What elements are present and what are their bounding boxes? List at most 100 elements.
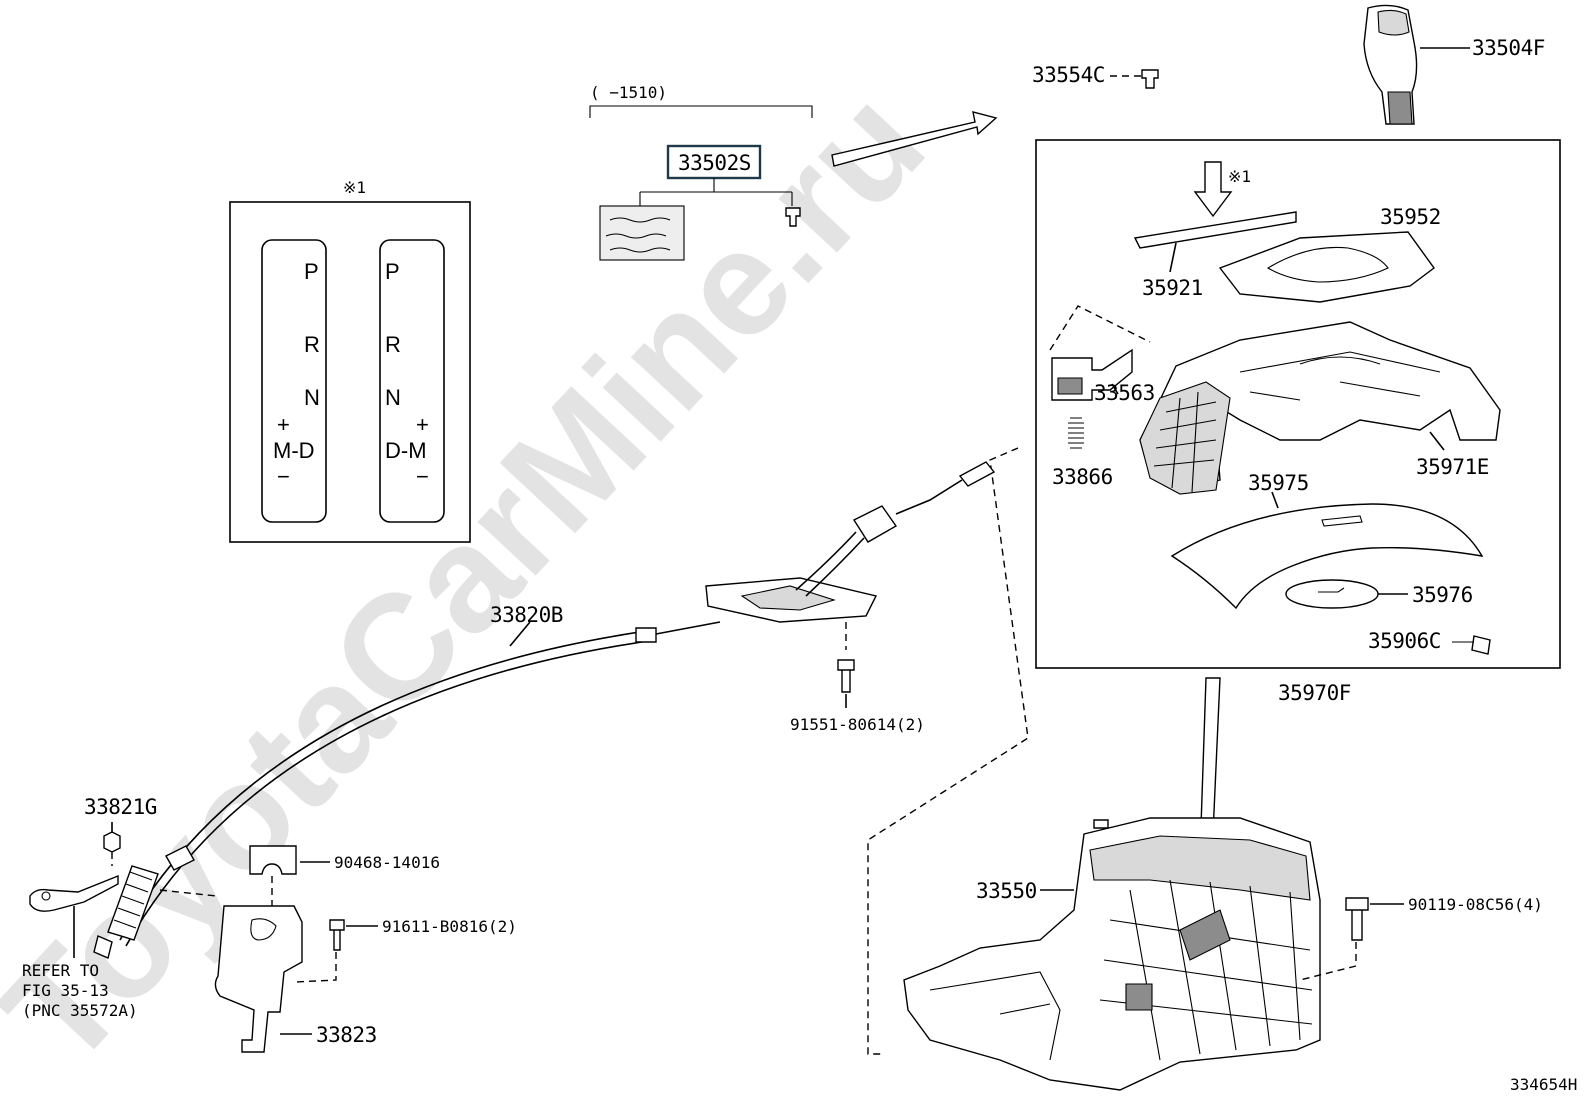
figure-id-label: 334654H (1510, 1075, 1577, 1094)
cover-35975-icon (1170, 503, 1484, 610)
right-gate-n: N (385, 385, 401, 410)
shift-base-pin (1093, 819, 1109, 829)
cable-upper-2 (805, 537, 865, 597)
left-gate-md: M-D (273, 438, 315, 463)
part-33554c-label[interactable]: 33554C (1032, 63, 1105, 87)
cable-adjuster (852, 505, 898, 543)
clip-33554c-icon (1141, 69, 1159, 89)
bracket-33823-slot (250, 918, 277, 941)
part-91551-label[interactable]: 91551-80614(2) (790, 715, 925, 734)
left-gate-n: N (304, 385, 320, 410)
bolt-91611-icon (329, 919, 345, 951)
part-33550-label[interactable]: 33550 (976, 879, 1037, 903)
right-gate-r: R (385, 332, 401, 357)
refer-note-line1: REFER TO (22, 961, 99, 980)
part-33504f-label[interactable]: 33504F (1472, 36, 1545, 60)
part-90119-label[interactable]: 90119-08C56(4) (1408, 895, 1543, 914)
part-91611-label[interactable]: 91611-B0816(2) (382, 917, 517, 936)
left-gate-plus: + (277, 412, 290, 437)
kit-tree-lines (639, 178, 793, 206)
cable-upper-1 (795, 531, 857, 591)
footnote-down-arrow-icon (1193, 161, 1233, 218)
cable-boot-ribs (113, 871, 153, 929)
kit-33502s-group: ( −1510) 33502S (589, 83, 813, 261)
bracket-left-icon (29, 874, 119, 912)
right-gate-plate (379, 239, 445, 523)
shift-knob-top (1377, 9, 1410, 36)
shift-base-top (1089, 835, 1311, 901)
label-sheet-texture (605, 217, 671, 253)
right-gate-dm: D-M (385, 438, 427, 463)
plate-35952-opening (1266, 246, 1389, 283)
direction-arrow-icon (831, 111, 998, 167)
plate-35952-icon (1218, 231, 1435, 303)
part-33821g-label[interactable]: 33821G (84, 795, 157, 819)
part-35976-label[interactable]: 35976 (1412, 583, 1473, 607)
leader-33563 (1111, 383, 1119, 395)
part-35952-label[interactable]: 35952 (1380, 205, 1441, 229)
inset-footnote-label: ※1 (343, 178, 366, 197)
part-33866-label[interactable]: 33866 (1052, 465, 1113, 489)
leader-91611-dash (295, 952, 337, 983)
right-gate-p: P (385, 259, 400, 284)
switch-33563-body (1057, 377, 1083, 395)
part-90468-label[interactable]: 90468-14016 (334, 853, 440, 872)
left-gate-minus: − (277, 464, 290, 489)
cable-mid (655, 621, 721, 635)
housing-35971e-fin (1139, 381, 1231, 495)
right-gate-minus: − (416, 464, 429, 489)
spring-33866-icon (1068, 417, 1084, 449)
leader-33563-dash (1049, 305, 1151, 351)
cover-35975-slot (1321, 515, 1363, 527)
left-gate-r: R (304, 332, 320, 357)
part-35906c-label[interactable]: 35906C (1368, 629, 1441, 653)
disc-35976-icon (1285, 579, 1379, 609)
housing-35971e (1139, 321, 1501, 495)
cable-end-eye (958, 461, 996, 487)
inset-frame (229, 201, 471, 543)
bolt-91551-icon (837, 659, 855, 693)
part-33502s-label[interactable]: 33502S (678, 151, 751, 175)
part-35971e-label[interactable]: 35971E (1416, 455, 1489, 479)
housing-35971e-detail (1239, 351, 1441, 401)
cable-rod (895, 479, 963, 515)
clip-35906c-icon (1471, 635, 1491, 655)
leader-90468-dash (159, 876, 273, 906)
shift-base-pockets (1125, 909, 1231, 1011)
part-35921-label[interactable]: 35921 (1142, 276, 1203, 300)
shift-base-left-wing (929, 971, 1061, 1061)
cable-grommet-boot (740, 585, 836, 611)
part-33563-label[interactable]: 33563 (1094, 381, 1155, 405)
shift-gate-inset: ※1 P R N + M-D − P R N + D-M − (229, 178, 471, 543)
label-sheet-icon (599, 205, 685, 261)
part-35975-label[interactable]: 35975 (1248, 471, 1309, 495)
cable-outer-2 (125, 641, 643, 947)
refer-note-line3: (PNC 35572A) (22, 1001, 138, 1020)
part-33823-label[interactable]: 33823 (316, 1023, 377, 1047)
right-gate-plus: + (416, 412, 429, 437)
cable-outer-1 (119, 631, 641, 941)
small-clip-icon (785, 207, 801, 227)
cable-boot (107, 865, 159, 941)
shift-knob-collar (1387, 91, 1413, 125)
cable-end-pin (93, 935, 113, 959)
bracket-33823-icon (214, 905, 303, 1053)
assembly-35970f-frame (1035, 139, 1561, 669)
part-35970f-label[interactable]: 35970F (1278, 681, 1351, 705)
nut-33821g-icon (103, 831, 121, 853)
cable-sleeve (635, 627, 657, 643)
shift-cable-33820b (93, 461, 996, 959)
leader-35975 (1271, 491, 1279, 509)
footnote-mark: ※1 (1228, 167, 1251, 186)
leader-35971e (1429, 431, 1445, 451)
leader-90119-dash (1299, 942, 1357, 981)
left-gate-p: P (304, 259, 319, 284)
left-gate-plate (261, 239, 327, 523)
part-33820b-label[interactable]: 33820B (490, 603, 563, 627)
clip-90468-icon (249, 845, 297, 875)
leader-35921 (1169, 242, 1177, 273)
date-range-bracket (589, 105, 813, 118)
dashed-connector (867, 447, 1029, 1055)
leader-33820b (509, 621, 531, 647)
